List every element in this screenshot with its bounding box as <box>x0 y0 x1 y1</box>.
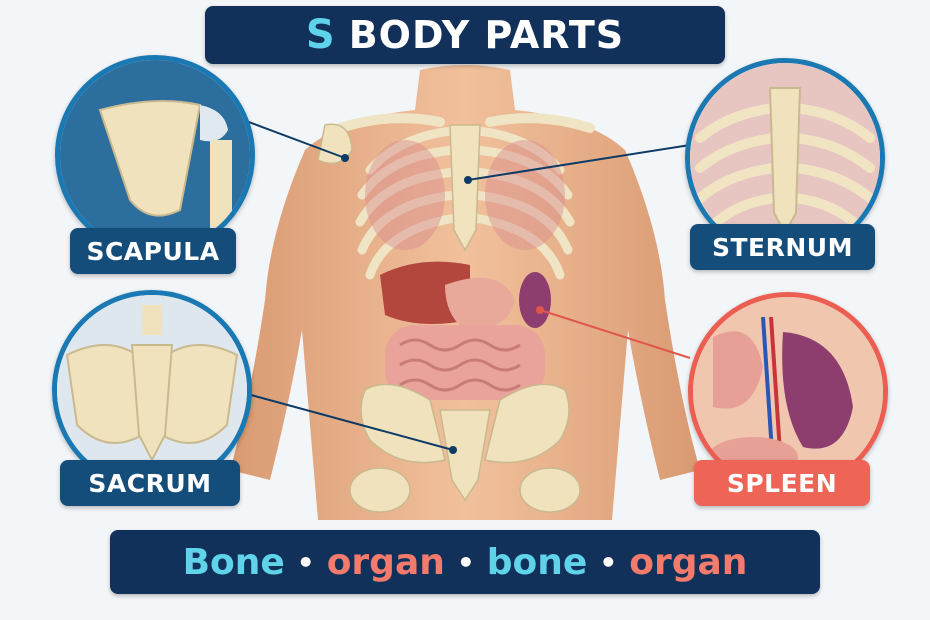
scapula-image <box>55 55 255 255</box>
legend-separator-2: • <box>456 545 475 579</box>
pelvis <box>349 383 581 513</box>
rib-cage <box>355 125 575 280</box>
connector-lines <box>237 117 691 454</box>
sternum-bone <box>449 124 481 252</box>
legend-separator-1: • <box>296 545 315 579</box>
title-letter: S <box>305 12 335 58</box>
title-banner: S BODY PARTS <box>205 6 725 64</box>
spleen-image <box>688 292 888 492</box>
legend-word-organ-1: organ <box>326 541 445 583</box>
sternum-label: STERNUM <box>690 224 875 270</box>
sacrum-label: SACRUM <box>60 460 240 506</box>
lungs <box>365 140 565 250</box>
legend-word-bone-2: bone <box>486 541 588 583</box>
legend-word-organ-2: organ <box>629 541 748 583</box>
abdominal-organs <box>380 261 551 400</box>
legend-separator-3: • <box>599 545 618 579</box>
spleen-organ <box>519 272 551 328</box>
scapula-label: SCAPULA <box>70 228 236 274</box>
legend-banner: Bone • organ • bone • organ <box>110 530 820 594</box>
sacrum-bone <box>439 409 491 502</box>
spleen-label: SPLEEN <box>694 460 870 506</box>
page-title: BODY PARTS <box>348 13 625 57</box>
sacrum-image <box>52 290 252 490</box>
legend-word-bone-1: Bone <box>182 541 285 583</box>
